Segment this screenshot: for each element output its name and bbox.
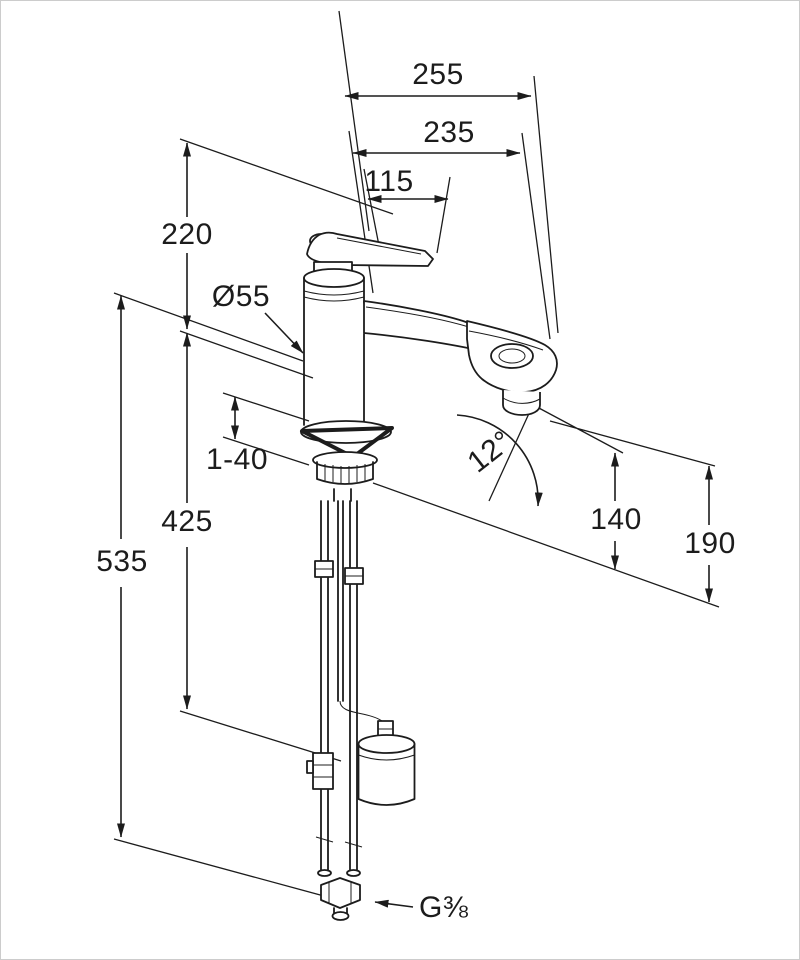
dimension-lines	[117, 92, 713, 908]
thread-size-label: G⅜	[419, 891, 469, 924]
threaded-shank	[333, 488, 352, 502]
pipe-joint-ticks	[315, 836, 363, 848]
connector-hex-nut	[320, 877, 361, 909]
diameter-label: Ø55	[212, 280, 270, 313]
dim-label-235: 235	[423, 116, 475, 149]
weight-band-line	[358, 754, 415, 761]
mounting-nut	[316, 461, 374, 485]
angle-label: 12°	[461, 424, 518, 479]
head-button-inner	[498, 348, 526, 364]
faucet-outline	[300, 231, 558, 502]
dim-label-190: 190	[684, 527, 736, 560]
body-joint-rings	[303, 290, 365, 302]
leader-diameter	[264, 312, 304, 354]
hex-nut-facets	[328, 882, 352, 904]
pipe-lines	[320, 500, 358, 874]
head-button-outer	[490, 343, 534, 369]
dimension-labels: 255 235 115 220 Ø55 1-40 425 535 12° 140…	[96, 58, 736, 924]
mounting-thickness-label: 1-40	[206, 443, 268, 476]
leader-thread	[374, 899, 414, 908]
dim-label-255: 255	[412, 58, 464, 91]
dim-label-425: 425	[161, 505, 213, 538]
lever-detail-line	[336, 237, 422, 255]
dim-label-140: 140	[590, 503, 642, 536]
dim-label-115: 115	[364, 165, 413, 198]
bottom-connector	[317, 869, 361, 921]
base-flange	[312, 451, 378, 469]
dim-label-535: 535	[96, 545, 148, 578]
spray-outlet	[502, 390, 541, 416]
pipe-end-left	[317, 869, 332, 877]
hose-weight	[357, 720, 416, 806]
head-top-line	[468, 330, 544, 351]
supply-pipes	[306, 500, 383, 874]
fitting-detail-lines	[315, 568, 363, 577]
extension-lines	[113, 10, 720, 900]
weight-top	[357, 734, 416, 754]
outlet-detail-line	[502, 397, 541, 404]
spout-detail-line	[365, 306, 470, 328]
nut-hatching	[324, 464, 366, 483]
faucet-body	[303, 277, 365, 426]
valve-body	[312, 752, 334, 790]
hose-to-weight	[339, 700, 383, 722]
weight-cylinder	[357, 743, 416, 806]
angle-arc-12deg	[456, 414, 543, 507]
connector-tip-end	[331, 911, 350, 921]
valve-tab	[306, 760, 314, 774]
body-top	[303, 268, 365, 288]
dim-label-220: 220	[161, 218, 213, 251]
pipe-end-right	[346, 869, 361, 877]
lever-handle	[306, 231, 434, 267]
valve-detail-lines	[313, 764, 333, 778]
mounting-triangle	[300, 426, 394, 459]
